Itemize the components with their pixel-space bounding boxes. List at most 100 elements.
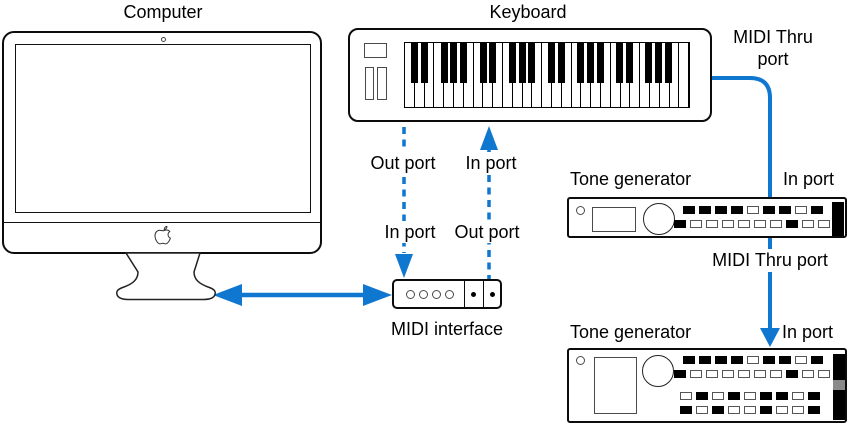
white-key <box>561 43 572 107</box>
tg-button-on <box>683 206 695 214</box>
interface-dot <box>490 292 495 297</box>
tg2-button-row <box>674 370 830 378</box>
tg-button-on <box>715 206 727 214</box>
black-key <box>586 43 594 83</box>
mod-wheel <box>377 67 387 100</box>
black-key <box>616 43 624 83</box>
tg-button-off <box>744 392 756 400</box>
tg1-knob <box>643 203 675 235</box>
computer-stand <box>116 252 216 301</box>
tg-button-off <box>738 220 750 228</box>
tg-button-off <box>747 356 759 364</box>
tg-button-off <box>776 406 788 414</box>
tg-button-on <box>680 406 692 414</box>
tg-button-off <box>722 370 734 378</box>
tone-generator-1 <box>567 197 847 238</box>
chin-divider <box>4 222 320 223</box>
keyboard-display <box>364 43 387 58</box>
tg-button-on <box>712 406 724 414</box>
black-key <box>547 43 555 83</box>
tg-button-on <box>683 356 695 364</box>
tg-button-on <box>786 220 798 228</box>
camera-icon <box>161 37 166 42</box>
tg-button-on <box>779 206 791 214</box>
midi-keyboard <box>348 28 712 122</box>
tg-button-on <box>674 220 686 228</box>
midi-interface-label: MIDI interface <box>387 318 507 340</box>
midi-thru-port-mid-label: MIDI Thru port <box>709 249 831 271</box>
white-key <box>532 43 543 107</box>
tg1-button-row <box>674 220 830 228</box>
black-key <box>450 43 458 83</box>
tg-button-on <box>731 356 743 364</box>
tg2-led <box>576 356 585 365</box>
midi-thru-line2: port <box>757 49 789 69</box>
tg-button-on <box>786 370 798 378</box>
tg-button-off <box>738 370 750 378</box>
black-key <box>664 43 672 83</box>
black-key <box>518 43 526 83</box>
tg-button-on <box>731 206 743 214</box>
tg-button-on <box>779 356 791 364</box>
tone-generator-2 <box>567 348 847 423</box>
tg1-label: Tone generator <box>570 169 692 189</box>
tg-button-off <box>770 220 782 228</box>
midi-thru-port-top-label: MIDI Thru port <box>712 26 834 70</box>
tg-button-off <box>818 370 830 378</box>
white-key <box>600 43 611 107</box>
tg-button-on <box>763 356 775 364</box>
black-key <box>625 43 633 83</box>
tg-button-on <box>674 370 686 378</box>
tg-button-on <box>728 392 740 400</box>
tg-button-on <box>808 406 820 414</box>
tg-button-off <box>690 370 702 378</box>
tg-button-off <box>770 370 782 378</box>
interface-port-circle <box>419 290 428 299</box>
tg-button-on <box>699 206 711 214</box>
black-key <box>479 43 487 83</box>
tg-button-off <box>792 392 804 400</box>
computer-monitor <box>2 31 322 254</box>
tg-button-off <box>744 406 756 414</box>
tg-button-on <box>760 406 772 414</box>
black-key <box>440 43 448 83</box>
tg-button-off <box>795 206 807 214</box>
black-key <box>508 43 516 83</box>
interface-out-port-label: Out port <box>451 221 523 243</box>
keyboard-in-port-label: In port <box>462 152 520 174</box>
computer-screen <box>15 44 311 213</box>
black-key <box>645 43 653 83</box>
tg-button-off <box>792 406 804 414</box>
keyboard-keys <box>404 42 690 108</box>
black-key <box>421 43 429 83</box>
tg-button-off <box>802 220 814 228</box>
tg-button-off <box>712 392 724 400</box>
interface-port-circle <box>406 290 415 299</box>
white-key <box>463 43 474 107</box>
tg-button-off <box>754 220 766 228</box>
tg-button-off <box>754 370 766 378</box>
tg-button-off <box>818 220 830 228</box>
tg-button-on <box>776 392 788 400</box>
white-key <box>630 43 641 107</box>
tg-button-off <box>795 356 807 364</box>
tg-button-on <box>811 206 823 214</box>
pitch-wheel <box>365 67 374 100</box>
keyboard-out-port-label: Out port <box>367 152 439 174</box>
interface-port-circle <box>432 290 441 299</box>
black-key <box>655 43 663 83</box>
tg2-label: Tone generator <box>570 322 692 342</box>
tg-button-off <box>728 406 740 414</box>
tg1-display <box>592 207 636 232</box>
tg2-end-bar <box>833 354 845 420</box>
tg2-bar-slider <box>833 380 845 390</box>
black-key <box>596 43 604 83</box>
tg2-in-port-label: In port <box>782 322 834 342</box>
tg1-button-row <box>683 206 823 214</box>
tg2-display <box>594 357 637 414</box>
tg-button-on <box>808 392 820 400</box>
interface-dot <box>471 292 476 297</box>
arrowhead-down-interface <box>395 254 413 278</box>
tg-button-off <box>696 406 708 414</box>
